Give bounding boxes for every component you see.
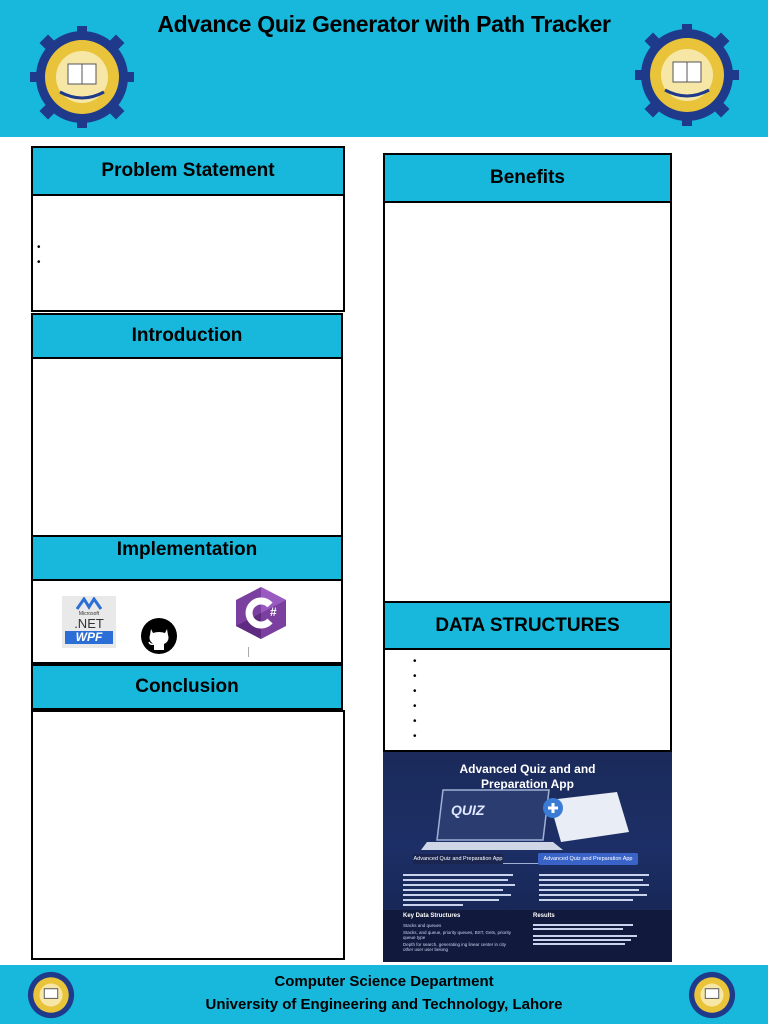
university-logo-left (30, 26, 134, 128)
promo-title-line1: Advanced Quiz and and (459, 762, 596, 776)
list-item (37, 240, 41, 255)
promo-results-lines (533, 924, 637, 945)
footer-logo-left (27, 971, 75, 1019)
data-structures-box (383, 648, 672, 752)
footer-department: Computer Science Department (274, 973, 494, 990)
introduction-title: Introduction (131, 325, 243, 346)
svg-text:#: # (270, 605, 277, 619)
list-item (37, 255, 41, 270)
problem-statement-title: Problem Statement (101, 160, 275, 181)
promo-quiz-word: QUIZ (451, 802, 485, 818)
conclusion-header: Conclusion (31, 664, 343, 710)
wpf-logo-net: .NET (74, 616, 104, 631)
implementation-header: Implementation (31, 535, 343, 581)
promo-text-lines (403, 874, 649, 906)
problem-statement-header: Problem Statement (31, 146, 345, 196)
promo-results-heading: Results (533, 913, 555, 919)
implementation-title: Implementation (116, 539, 258, 560)
github-icon (141, 618, 177, 654)
promo-key-ds-heading: Key Data Structures (403, 913, 461, 919)
dotnet-wpf-logo: Microsoft .NET WPF (62, 596, 116, 648)
data-structures-title: DATA STRUCTURES (435, 615, 620, 636)
promo-list-item-2: Stacks, and queue, priority queues, BST,… (403, 930, 512, 940)
introduction-box (31, 357, 343, 537)
promo-list-item-1: Stacks and queues (403, 923, 442, 928)
benefits-title: Benefits (490, 167, 565, 188)
problem-statement-bullets (37, 240, 41, 270)
promo-tag-right: Advanced Quiz and Preparation App (538, 853, 638, 865)
benefits-header: Benefits (383, 153, 672, 203)
list-item (413, 729, 417, 744)
list-item (413, 654, 417, 669)
csharp-icon: # (236, 587, 286, 639)
university-logo-right (635, 24, 739, 126)
top-banner: Advance Quiz Generator with Path Tracker (0, 0, 768, 137)
footer-logo-right (688, 971, 736, 1019)
benefits-box (383, 201, 672, 603)
conclusion-title: Conclusion (135, 676, 239, 697)
conclusion-box (31, 710, 345, 960)
wpf-logo-wpf: WPF (65, 631, 113, 644)
footer-university: University of Engineering and Technology… (205, 996, 563, 1013)
list-item (413, 684, 417, 699)
wpf-swirl-icon (75, 597, 103, 610)
quiz-app-promo-image: Advanced Quiz and and Preparation App QU… (383, 752, 672, 962)
list-item (413, 669, 417, 684)
promo-list-item-3: Depth for search, generating ing linear … (403, 942, 507, 952)
divider (248, 647, 249, 657)
promo-title-line2: Preparation App (481, 777, 574, 791)
promo-tag-left: Advanced Quiz and Preparation App (413, 854, 503, 864)
list-item (413, 699, 417, 714)
problem-statement-box (31, 194, 345, 312)
implementation-box: Microsoft .NET WPF # (31, 579, 343, 664)
promo-divider-line (503, 863, 543, 864)
bottom-banner: Computer Science Department University o… (0, 965, 768, 1024)
poster-title: Advance Quiz Generator with Path Tracker (157, 11, 611, 37)
data-structures-header: DATA STRUCTURES (383, 601, 672, 651)
introduction-header: Introduction (31, 313, 343, 359)
data-structures-bullets (413, 654, 417, 744)
list-item (413, 714, 417, 729)
wpf-logo-microsoft: Microsoft (78, 611, 100, 617)
laptop-illustration (421, 789, 629, 850)
